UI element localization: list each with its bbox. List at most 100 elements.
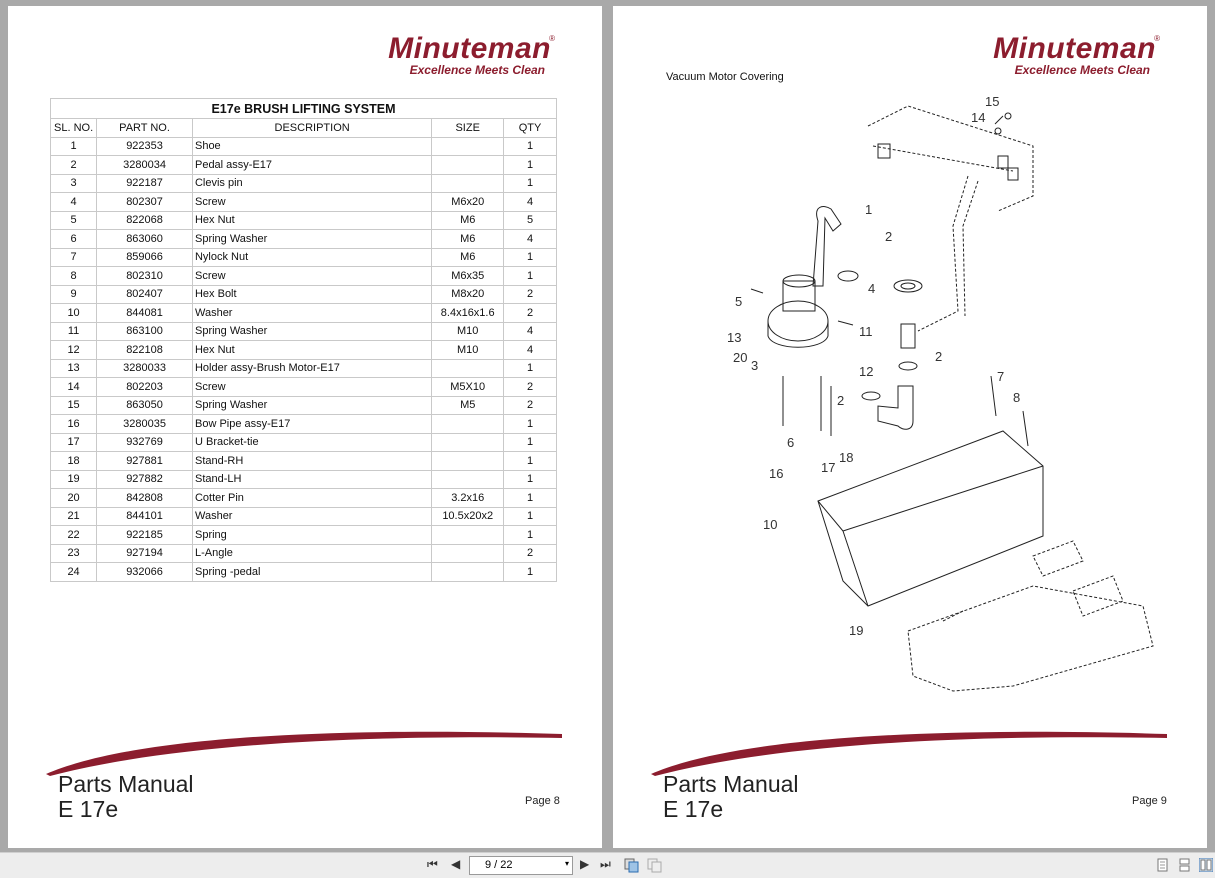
part-no-cell: 844081 — [96, 303, 193, 323]
size-cell — [431, 451, 505, 471]
part-no-cell: 932769 — [96, 432, 193, 452]
sl-no-cell: 8 — [49, 266, 98, 286]
qty-cell: 1 — [503, 488, 557, 508]
sl-no-cell: 19 — [49, 469, 98, 489]
part-no-cell: 863050 — [96, 395, 193, 415]
part-no-cell: 863100 — [96, 321, 193, 341]
part-no-cell: 822108 — [96, 340, 193, 360]
footer-title-line1: Parts Manual — [663, 771, 799, 797]
last-page-button[interactable]: ⏭ — [600, 857, 611, 871]
svg-text:2: 2 — [935, 349, 942, 364]
qty-header: QTY — [503, 118, 557, 138]
first-page-button[interactable]: ⏮ — [427, 857, 438, 871]
part-no-cell: 922187 — [96, 173, 193, 193]
size-cell: 10.5x20x2 — [431, 506, 505, 526]
description-cell: Cotter Pin — [191, 488, 433, 508]
sl-no-cell: 18 — [49, 451, 98, 471]
part-no-cell: 927194 — [96, 543, 193, 563]
part-no-cell: 844101 — [96, 506, 193, 526]
description-cell: Screw — [191, 192, 433, 212]
qty-cell: 4 — [503, 321, 557, 341]
size-cell: 8.4x16x1.6 — [431, 303, 505, 323]
next-page-button[interactable]: ▶ — [580, 857, 590, 871]
part-no-cell: 802203 — [96, 377, 193, 397]
pdf-viewer-toolbar: ⏮ ◀ 9 / 22 ▾ ▶ ⏭ — [0, 852, 1215, 878]
description-header: DESCRIPTION — [191, 118, 433, 138]
qty-cell: 1 — [503, 136, 557, 156]
previous-page-button[interactable]: ◀ — [451, 857, 461, 871]
footer-swoosh — [46, 731, 562, 776]
frame-bracket — [867, 105, 1034, 332]
size-cell: 3.2x16 — [431, 488, 505, 508]
description-cell: Washer — [191, 303, 433, 323]
page-number-select[interactable]: 9 / 22 ▾ — [469, 856, 573, 875]
previous-view-icon[interactable] — [624, 858, 640, 873]
sl-no-cell: 1 — [49, 136, 98, 156]
svg-text:13: 13 — [727, 330, 741, 345]
qty-cell: 1 — [503, 451, 557, 471]
sl-no-cell: 2 — [49, 155, 98, 175]
sl-no-cell: 22 — [49, 525, 98, 545]
qty-cell: 1 — [503, 173, 557, 193]
description-cell: Spring Washer — [191, 229, 433, 249]
minuteman-logo: Minuteman ® Excellence Meets Clean — [950, 32, 1160, 82]
svg-text:16: 16 — [769, 466, 783, 481]
qty-cell: 5 — [503, 210, 557, 230]
rod-6 — [782, 376, 832, 436]
qty-cell: 1 — [503, 562, 557, 582]
qty-cell: 1 — [503, 525, 557, 545]
sl-no-cell: 20 — [49, 488, 98, 508]
svg-text:12: 12 — [859, 364, 873, 379]
svg-text:8: 8 — [1013, 390, 1020, 405]
qty-cell: 1 — [503, 247, 557, 267]
next-view-icon[interactable] — [647, 858, 663, 873]
screw-5 — [750, 288, 764, 294]
description-cell: Holder assy-Brush Motor-E17 — [191, 358, 433, 378]
continuous-view-icon[interactable] — [1179, 858, 1191, 872]
footer-title: Parts Manual E 17e — [58, 772, 194, 822]
tank-10 — [817, 430, 1044, 607]
svg-text:17: 17 — [821, 460, 835, 475]
elbow-pipe-12 — [877, 385, 914, 430]
svg-text:14: 14 — [971, 110, 985, 125]
footer-title: Parts Manual E 17e — [663, 772, 799, 822]
size-cell — [431, 414, 505, 434]
description-cell: Spring Washer — [191, 321, 433, 341]
facing-pages-view-icon[interactable] — [1199, 858, 1213, 872]
footer-swoosh — [651, 731, 1167, 776]
description-cell: Clevis pin — [191, 173, 433, 193]
page-number: Page 8 — [525, 795, 560, 807]
sl-no-cell: 23 — [49, 543, 98, 563]
part-no-cell: 922353 — [96, 136, 193, 156]
logo-brand: Minuteman — [388, 32, 551, 65]
sl-no-cell: 24 — [49, 562, 98, 582]
qty-cell: 1 — [503, 469, 557, 489]
size-cell — [431, 525, 505, 545]
sl-no-cell: 17 — [49, 432, 98, 452]
size-cell — [431, 358, 505, 378]
qty-cell: 4 — [503, 229, 557, 249]
logo-brand: Minuteman — [993, 32, 1156, 65]
svg-text:2: 2 — [837, 393, 844, 408]
size-cell — [431, 543, 505, 563]
sl-no-cell: 13 — [49, 358, 98, 378]
footer-title-line1: Parts Manual — [58, 771, 194, 797]
svg-text:19: 19 — [849, 623, 863, 638]
qty-cell: 4 — [503, 340, 557, 360]
qty-cell: 2 — [503, 395, 557, 415]
size-cell: M6 — [431, 229, 505, 249]
hardware-7-8 — [990, 375, 1029, 447]
single-page-view-icon[interactable] — [1157, 858, 1169, 872]
svg-text:5: 5 — [735, 294, 742, 309]
